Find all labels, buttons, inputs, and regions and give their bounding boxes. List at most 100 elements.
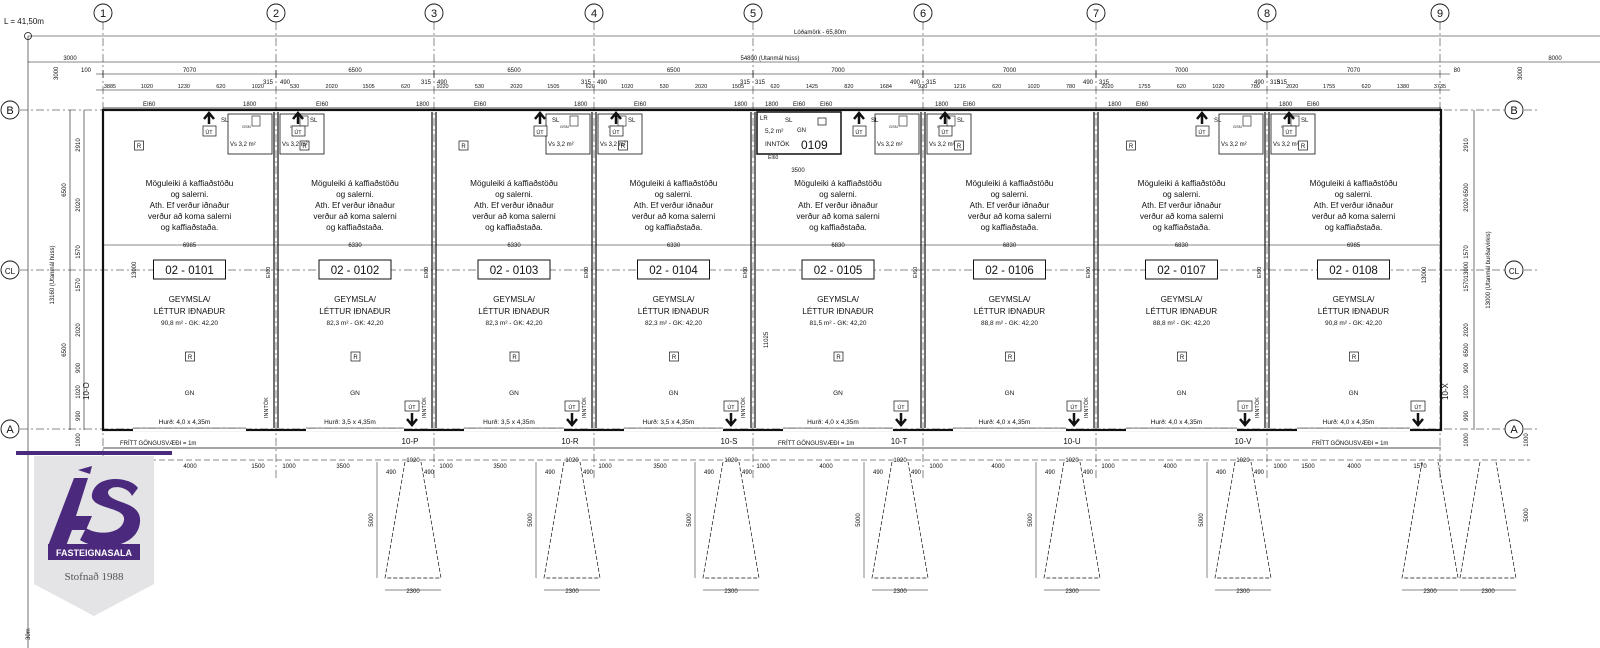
detail-dim: 530 bbox=[475, 84, 484, 90]
note-line: og kaffiaðstaða. bbox=[645, 222, 703, 232]
grid-bubble-3 bbox=[424, 3, 444, 23]
inntok-label: INNTÖK bbox=[1083, 397, 1090, 418]
gn-label: GN bbox=[833, 390, 843, 397]
toilet-label: Vs 3,2 m² bbox=[1273, 142, 1299, 148]
gate-side-dim: 490 bbox=[1045, 470, 1056, 476]
detail-dim: 1505 bbox=[547, 84, 559, 90]
inntok-label: INNTÖK bbox=[263, 397, 270, 418]
gn-label: GN bbox=[669, 390, 679, 397]
gate-side-dim: 490 bbox=[1083, 470, 1094, 476]
exit-sign-label: ÚT bbox=[205, 129, 213, 136]
note-line: Möguleiki á kaffiaðstöðu bbox=[1310, 178, 1398, 188]
exit-sign-label: ÚT bbox=[1198, 129, 1206, 136]
detail-dim: 620 bbox=[992, 84, 1001, 90]
toilet-label: Vs 3,2 m² bbox=[230, 142, 256, 148]
toilet-room bbox=[926, 113, 972, 155]
wall-dim: 490 bbox=[280, 80, 291, 86]
walkway-label-3: FRÍTT GÖNGUSVÆÐI = 1m bbox=[1312, 440, 1388, 447]
exit-sign bbox=[291, 125, 306, 137]
bottom-dim: 3500 bbox=[493, 464, 507, 470]
edge-dim-left: 100 bbox=[81, 68, 92, 74]
exit-sign bbox=[533, 125, 548, 137]
grid-bubble-4 bbox=[584, 3, 604, 23]
unit-id: 02 - 0106 bbox=[985, 265, 1034, 277]
wall-dim: 490 bbox=[1083, 80, 1094, 86]
grid-bubble-6 bbox=[913, 3, 933, 23]
gate-top-dim: 1020 bbox=[1065, 458, 1079, 464]
gate-width-dim: 2300 bbox=[1423, 589, 1437, 595]
bay-dim: 6500 bbox=[348, 68, 362, 74]
toilet-gsn-label: GSN bbox=[242, 124, 251, 129]
note-line: og salerni. bbox=[655, 190, 693, 199]
detail-dim: 2020 bbox=[326, 84, 338, 90]
r-mark-label: R bbox=[353, 355, 358, 361]
detail-dim: 1505 bbox=[732, 84, 744, 90]
grid-bubble-2 bbox=[266, 3, 286, 23]
gate-swing-outline bbox=[1214, 461, 1272, 579]
unit-id-box bbox=[1317, 259, 1390, 280]
exit-arrow-icon bbox=[853, 111, 865, 124]
detail-dim: 1755 bbox=[1138, 84, 1150, 90]
note-line: Möguleiki á kaffiaðstöðu bbox=[146, 178, 234, 188]
r-mark-label: R bbox=[512, 355, 517, 361]
door-size: Hurð: 4,0 x 4,35m bbox=[807, 418, 859, 426]
grid-row-label: B bbox=[1510, 105, 1517, 117]
unit-use: GEYMSLA/ bbox=[493, 295, 536, 304]
unit-area: 90,8 m² - GK: 42,20 bbox=[161, 320, 218, 327]
gate-label: 10-O bbox=[82, 382, 91, 400]
gate-side-dim: 490 bbox=[742, 470, 753, 476]
gate-depth-dim: 5000 bbox=[1199, 513, 1205, 527]
gate-label: 10-P bbox=[402, 437, 419, 446]
r-mark bbox=[509, 351, 520, 362]
unit-area: 88,8 m² - GK: 42,20 bbox=[981, 320, 1038, 327]
r-mark bbox=[1177, 351, 1187, 362]
note-line: Möguleiki á kaffiaðstöðu bbox=[966, 178, 1054, 188]
door-size: Hurð: 3,5 x 4,35m bbox=[643, 418, 695, 426]
detail-dim: 2020 bbox=[1101, 84, 1113, 90]
note-line: Ath. Ef verður iðnaður bbox=[634, 200, 714, 210]
grid-label-6: 6 bbox=[920, 8, 926, 20]
toilet-room bbox=[227, 113, 273, 155]
exit-arrow-icon bbox=[939, 111, 951, 124]
logo-accent-bar bbox=[16, 451, 172, 455]
fire-rating-label: EI60 bbox=[143, 102, 156, 108]
bottom-dim: 1000 bbox=[929, 464, 943, 470]
side-dim-right: 2020 bbox=[1464, 198, 1470, 212]
side-dim: 6500 bbox=[62, 183, 68, 197]
fire-rating-label: EI60 bbox=[963, 102, 976, 108]
side-dim: 2020 bbox=[76, 198, 82, 212]
gate-width-dim: 2300 bbox=[1065, 589, 1079, 595]
r-mark bbox=[185, 351, 195, 362]
toilet-fixture bbox=[898, 115, 908, 127]
bottom-dim: 4000 bbox=[1163, 464, 1177, 470]
detail-dim: 1020 bbox=[252, 84, 264, 90]
note-line: Möguleiki á kaffiaðstöðu bbox=[1138, 178, 1226, 188]
r-mark bbox=[458, 140, 469, 151]
grid-row-bubble bbox=[1504, 419, 1524, 439]
wall-dim: 315 bbox=[755, 80, 766, 86]
sl-label: SL bbox=[552, 118, 560, 124]
note-line: Ath. Ef verður iðnaður bbox=[474, 200, 554, 210]
walkway-dim: 1000 bbox=[1524, 433, 1530, 447]
side-dim: 990 bbox=[76, 410, 82, 421]
r-mark-label: R bbox=[137, 144, 142, 150]
unit-id: 02 - 0103 bbox=[490, 265, 539, 277]
wall-fire-rating: EI60 bbox=[913, 267, 919, 278]
bay-dim: 7000 bbox=[1003, 68, 1017, 74]
toilet-fixture bbox=[251, 115, 261, 127]
sl-label: SL bbox=[221, 118, 229, 124]
detail-dim: 780 bbox=[1066, 84, 1075, 90]
grid-row-label: CL bbox=[1509, 267, 1520, 276]
note-line: verður að koma salerni bbox=[796, 211, 879, 221]
wall-dim: 315 bbox=[263, 80, 274, 86]
exit-sign-label: ÚT bbox=[408, 404, 416, 411]
note-line: verður að koma salerni bbox=[313, 211, 396, 221]
exit-sign bbox=[852, 125, 867, 137]
toilet-gsn-label: GSN bbox=[1233, 124, 1242, 129]
sl-label: SL bbox=[957, 118, 965, 124]
bottom-dim: 1000 bbox=[1101, 464, 1115, 470]
